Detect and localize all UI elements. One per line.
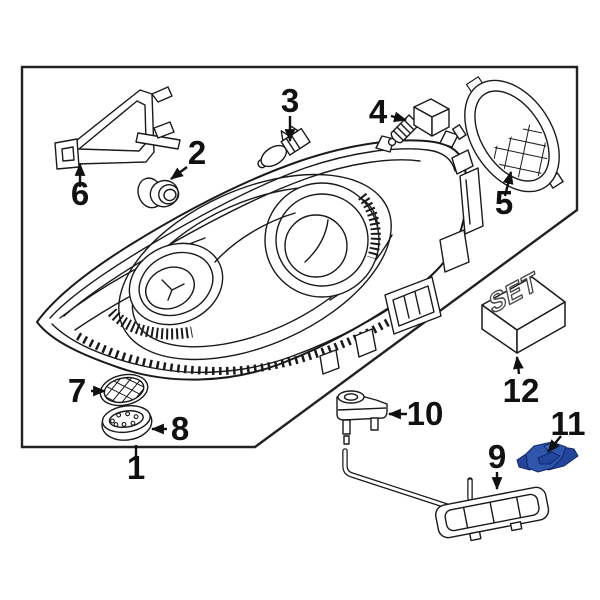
callout-label-5[interactable]: 5 — [495, 184, 513, 221]
part-10-sensor — [336, 390, 388, 445]
callout-arrow-11 — [547, 435, 562, 453]
callout-arrow-5 — [502, 170, 514, 197]
callout-label-11[interactable]: 11 — [551, 405, 586, 442]
callout-label-9[interactable]: 9 — [488, 438, 506, 475]
part-2-grommet — [137, 177, 180, 209]
part-5-trim-ring — [451, 75, 565, 193]
part-12-set-box: SET — [481, 264, 566, 354]
callout-label-8[interactable]: 8 — [171, 410, 189, 447]
callout-label-4[interactable]: 4 — [369, 93, 388, 130]
callout-label-3[interactable]: 3 — [281, 82, 299, 119]
callout-label-1[interactable]: 1 — [127, 449, 145, 486]
part-8-cover — [101, 405, 153, 441]
callout-label-7[interactable]: 7 — [68, 372, 86, 409]
part-9-bracket-rod — [342, 448, 550, 542]
callout-arrow-2 — [170, 166, 188, 180]
callout-arrow-4 — [390, 111, 408, 123]
callout-arrow-12 — [513, 355, 524, 375]
part-4-bulb-socket — [387, 98, 450, 147]
part-1-headlamp-assembly — [36, 130, 484, 381]
callout-label-10[interactable]: 10 — [407, 395, 444, 432]
part-6-bracket — [54, 86, 181, 170]
callout-label-6[interactable]: 6 — [71, 175, 89, 212]
callout-label-2[interactable]: 2 — [188, 134, 206, 171]
callout-label-12[interactable]: 12 — [503, 372, 540, 409]
part-3-bulb — [257, 124, 311, 169]
part-11-clip-highlighted[interactable] — [516, 441, 579, 473]
